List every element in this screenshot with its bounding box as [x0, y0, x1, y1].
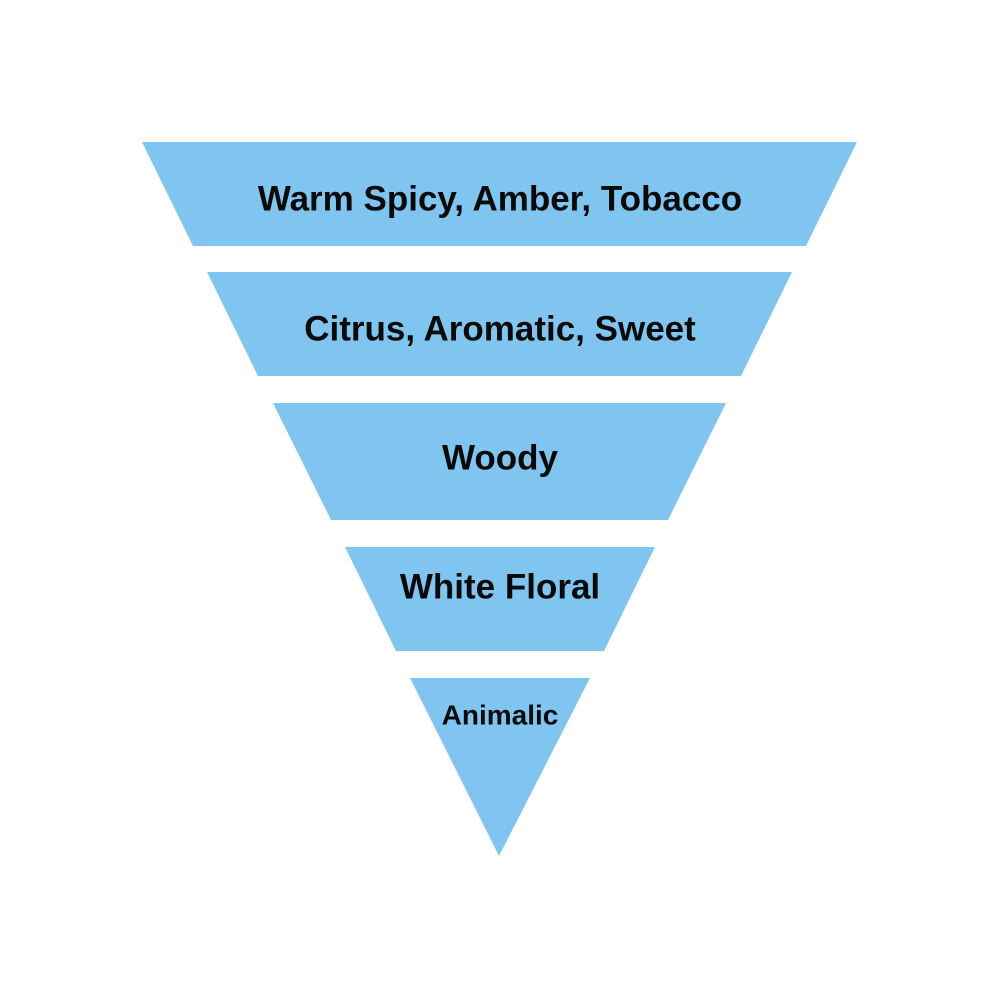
tier-1-label: Warm Spicy, Amber, Tobacco — [258, 180, 742, 219]
tier-2-shape — [207, 272, 792, 376]
tier-5-shape — [410, 678, 590, 856]
tier-2-label: Citrus, Aromatic, Sweet — [304, 310, 696, 349]
tier-4-label: White Floral — [400, 568, 600, 607]
tier-4-shape — [345, 547, 655, 651]
tier-4: White Floral — [345, 547, 655, 651]
tier-3: Woody — [273, 403, 726, 520]
tier-1-shape — [142, 142, 857, 246]
tier-2: Citrus, Aromatic, Sweet — [207, 272, 792, 376]
tier-3-label: Woody — [442, 439, 559, 478]
tier-5: Animalic — [410, 678, 590, 856]
tier-3-shape — [273, 403, 726, 520]
tier-1: Warm Spicy, Amber, Tobacco — [142, 142, 857, 246]
tier-5-label: Animalic — [442, 700, 559, 731]
